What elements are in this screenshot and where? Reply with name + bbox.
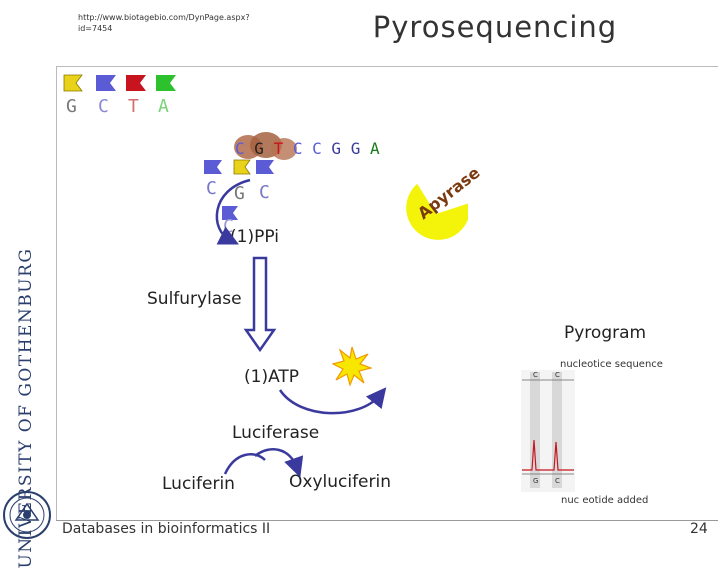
pyrogram-top-tick: C [555,371,560,379]
c-flag-icon [96,75,116,91]
luciferin-label: Luciferin [162,474,235,494]
nucleotide-legend [63,74,176,92]
oxyluciferin-label: Oxyluciferin [289,472,391,492]
template-sequence: C G T C C G G A [235,139,380,158]
top-divider [56,66,718,67]
apyrase-pacman-icon [406,183,468,240]
legend-c: C [98,96,109,117]
legend-a: A [158,96,169,117]
university-seal-icon [3,491,51,539]
pyrogram-label: Pyrogram [564,323,647,343]
template-base: T [273,139,284,158]
c-flag-icon [256,160,274,174]
incorporated-flags [204,159,274,220]
g-flag-icon [233,159,251,175]
a-flag-icon [156,75,176,91]
template-base: C [292,139,303,158]
template-base: G [331,139,342,158]
template-base: G [350,139,361,158]
g-flag-icon [63,74,83,92]
template-base: C [312,139,322,158]
legend-g: G [66,96,77,117]
incorporated-base: C [259,182,270,203]
page-number: 24 [690,521,708,537]
footer-course: Databases in bioinformatics II [62,521,271,537]
luciferin-arrows [223,448,304,478]
sulfurylase-label: Sulfurylase [147,289,242,309]
t-flag-icon [126,75,146,91]
legend-t: T [128,96,139,117]
c-flag-icon [204,160,222,174]
incorporated-base: C [223,216,234,237]
reaction-arrows [215,178,387,415]
pyrogram-bottom-tick: C [555,477,560,485]
pyrogram-top-tick: C [533,371,538,379]
pyrogram-chart [521,370,575,492]
nucleotide-added-label: nuc eotide added [561,495,649,506]
atp-label: (1)ATP [244,367,300,387]
c-flag-icon [222,206,238,220]
template-base: C [235,139,245,158]
pyrogram-bottom-tick: G [533,477,539,485]
polymerase-blob [234,132,297,160]
template-base: G [254,139,264,158]
university-sidebar: UNIVERSITY OF GOTHENBURG [0,58,52,569]
bottom-divider [56,520,718,521]
nucleotide-sequence-label: nucleotice sequence [560,359,663,370]
slide-title: Pyrosequencing [372,10,618,44]
template-base: A [369,139,380,158]
left-divider [56,66,57,521]
incorporated-base: G [234,183,245,204]
ppi-label: (1)PPi [230,227,279,247]
source-url[interactable]: http://www.biotagebio.com/DynPage.aspx?i… [78,13,250,33]
incorporated-base: C [206,178,217,199]
light-burst-icon [332,346,372,386]
luciferase-label: Luciferase [232,423,320,443]
